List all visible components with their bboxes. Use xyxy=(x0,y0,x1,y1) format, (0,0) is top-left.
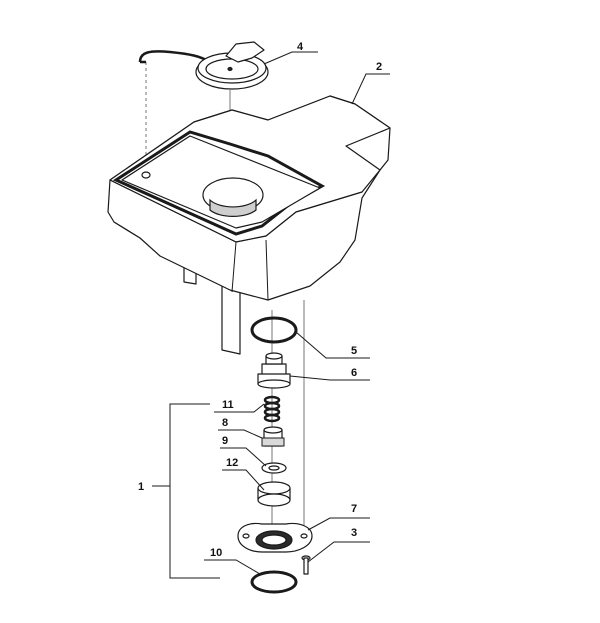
callout-2: 2 xyxy=(376,61,382,73)
screw xyxy=(301,555,311,575)
leader-3 xyxy=(307,541,370,563)
callout-6: 6 xyxy=(351,367,357,379)
mounting-flange xyxy=(237,522,313,553)
leader-8 xyxy=(218,429,263,439)
callout-10: 10 xyxy=(210,547,222,559)
callout-8: 8 xyxy=(222,417,228,429)
valve-body xyxy=(257,352,291,389)
reservoir-tank xyxy=(107,95,391,355)
callout-3: 3 xyxy=(351,527,357,539)
callout-1: 1 xyxy=(138,481,144,493)
o-ring-5 xyxy=(250,316,298,344)
callout-7: 7 xyxy=(351,503,357,515)
leader-5 xyxy=(295,331,370,359)
leader-4 xyxy=(263,51,318,65)
spring xyxy=(263,395,281,423)
bushing xyxy=(257,481,291,507)
leader-12 xyxy=(222,469,265,491)
leader-2 xyxy=(351,73,390,105)
callout-5: 5 xyxy=(351,345,357,357)
leader-6 xyxy=(289,375,370,381)
washer-9-hole xyxy=(268,465,280,471)
callout-9: 9 xyxy=(222,435,228,447)
filler-cap xyxy=(138,41,269,90)
leader-9 xyxy=(220,447,267,467)
callout-4: 4 xyxy=(297,41,304,53)
leader-10 xyxy=(204,559,261,575)
leader-7 xyxy=(307,517,370,531)
o-ring-10 xyxy=(250,570,298,594)
callout-11: 11 xyxy=(222,399,234,411)
callout-12: 12 xyxy=(226,457,238,469)
assembly-bracket xyxy=(169,403,220,579)
check-valve xyxy=(261,426,285,447)
leader-11 xyxy=(214,403,265,413)
